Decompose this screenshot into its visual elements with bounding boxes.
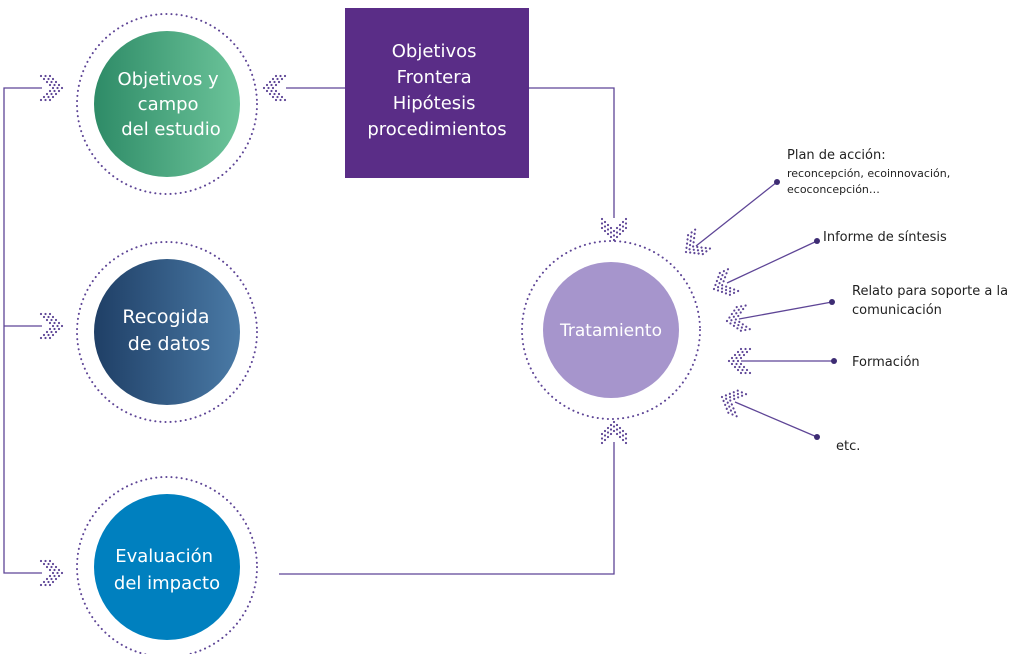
tratamiento-top-arrow — [600, 217, 628, 242]
etc-arrow — [720, 389, 748, 418]
relato-label-line1: Relato para soporte a la — [852, 284, 1008, 299]
evaluacion-in-arrow — [39, 559, 64, 587]
tratamiento-label: Tratamiento — [559, 321, 662, 341]
box-out-arrow — [262, 74, 287, 102]
objetivos-label-line3: del estudio — [121, 119, 221, 140]
informe-label: Informe de síntesis — [823, 230, 947, 245]
relato-label: Relato para soporte a la comunicación — [852, 284, 1012, 318]
objetivos-label: Objetivos y campo del estudio — [118, 69, 225, 140]
plan-dot — [774, 179, 780, 185]
box-label: Objetivos Frontera Hipótesis procedimien… — [367, 41, 506, 140]
objetivos-box — [345, 8, 529, 178]
etc-dot — [814, 434, 820, 440]
evaluacion-circle — [94, 494, 240, 640]
relato-arrow — [725, 304, 751, 332]
output-lines — [695, 181, 834, 438]
relato-dot — [829, 299, 835, 305]
etc-line — [734, 401, 818, 438]
tratamiento-circle — [543, 262, 679, 398]
objetivos-circle — [94, 31, 240, 177]
box-label-line4: procedimientos — [367, 119, 506, 140]
output-dots — [774, 179, 837, 440]
formacion-dot — [831, 358, 837, 364]
recogida-label: Recogida de datos — [122, 306, 215, 355]
objetivos-ring — [76, 13, 258, 195]
objetivos-in-arrow — [39, 74, 64, 102]
objetivos-label-line1: Objetivos y — [118, 69, 219, 90]
formacion-label: Formación — [852, 355, 920, 370]
plan-label-line3: ecoconcepción… — [787, 183, 880, 196]
evaluacion-label-line1: Evaluación — [115, 546, 213, 567]
tratamiento-ring — [521, 240, 701, 420]
recogida-circle — [94, 259, 240, 405]
informe-line — [726, 240, 818, 284]
relato-line — [738, 301, 833, 320]
recogida-ring — [76, 241, 258, 423]
informe-dot — [814, 238, 820, 244]
dotted-rings — [76, 13, 701, 654]
plan-arrow — [684, 228, 712, 256]
plan-label: Plan de acción: reconcepción, ecoinnovac… — [787, 144, 955, 196]
evaluacion-label: Evaluación del impacto — [114, 546, 220, 594]
objetivos-label-line2: campo — [138, 94, 199, 115]
recogida-label-line2: de datos — [128, 333, 210, 355]
evaluacion-label-line2: del impacto — [114, 573, 220, 594]
relato-label-line2: comunicación — [852, 303, 942, 318]
evaluacion-to-tratamiento-line — [279, 442, 615, 575]
box-label-line1: Objetivos — [392, 41, 477, 62]
box-label-line3: Hipótesis — [393, 93, 476, 114]
box-label-line2: Frontera — [397, 67, 472, 88]
formacion-arrow — [727, 347, 752, 375]
plan-label-line1: Plan de acción: — [787, 148, 886, 163]
box-to-tratamiento-line — [529, 87, 615, 218]
evaluacion-ring — [76, 476, 258, 654]
plan-label-line2: reconcepción, ecoinnovación, — [787, 167, 950, 180]
dotted-arrows — [39, 74, 752, 587]
plan-line — [695, 181, 778, 247]
informe-arrow — [712, 268, 740, 296]
recogida-label-line1: Recogida — [122, 306, 209, 328]
connector-lines — [3, 87, 615, 575]
tratamiento-bottom-arrow — [600, 420, 628, 445]
recogida-in-arrow — [39, 312, 64, 340]
etc-label: etc. — [836, 439, 860, 454]
left-bracket-line — [3, 87, 42, 574]
